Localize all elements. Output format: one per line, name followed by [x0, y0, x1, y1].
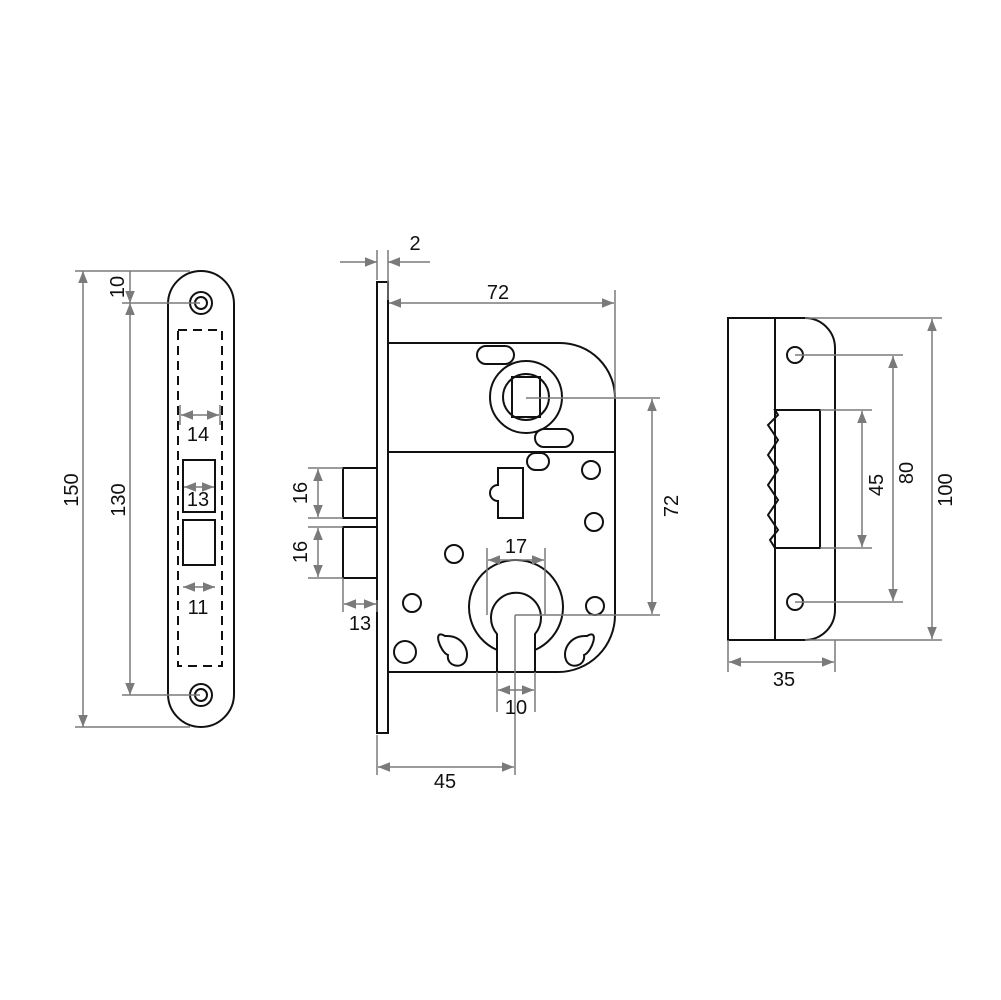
- dim-130: 130: [108, 483, 130, 516]
- follower: [489, 360, 563, 434]
- dim-100: 100: [935, 473, 957, 506]
- strike-plate-view: 100 80 45 35: [727, 317, 957, 691]
- dim-13: 13: [187, 489, 209, 511]
- dim-16-latch: 16: [290, 482, 312, 504]
- bolt-opening: [182, 519, 216, 566]
- front-plate: [376, 281, 389, 734]
- dim-80: 80: [896, 462, 918, 484]
- latch-opening-strike: [766, 409, 821, 549]
- latch-bolt: [342, 467, 378, 519]
- dim-2: 2: [409, 233, 420, 255]
- dead-bolt: [342, 526, 378, 579]
- lever-slot: [489, 467, 524, 519]
- dim-10: 10: [107, 276, 129, 298]
- faceplate-outline: [167, 270, 235, 728]
- dim-35: 35: [773, 669, 795, 691]
- dim-16-bolt: 16: [290, 541, 312, 563]
- dim-13-projection: 13: [349, 613, 371, 635]
- heart-cutout-right: [564, 633, 595, 667]
- body-outline-dashed: [177, 329, 223, 667]
- dim-14: 14: [187, 424, 209, 446]
- dim-150: 150: [61, 473, 83, 506]
- lock-body-view: 2 72 72 16 16 13 17 10 45: [290, 233, 683, 793]
- dim-45-opening: 45: [866, 474, 888, 496]
- faceplate-view: 150 130 10 14 13 11: [61, 270, 235, 728]
- dim-72-width: 72: [487, 282, 509, 304]
- dim-11: 11: [188, 597, 209, 619]
- latch-opening: [182, 459, 216, 513]
- lock-case: [388, 342, 616, 673]
- cylinder-housing: [468, 559, 564, 672]
- dim-10-slot: 10: [505, 697, 527, 719]
- heart-cutout-left: [437, 633, 468, 667]
- cylinder-hole: [490, 591, 542, 673]
- dim-45-backset: 45: [434, 771, 456, 793]
- strike-side: [727, 317, 776, 641]
- dim-72-center: 72: [661, 495, 683, 517]
- strike-plate-outline: [774, 317, 836, 641]
- dim-17: 17: [505, 536, 527, 558]
